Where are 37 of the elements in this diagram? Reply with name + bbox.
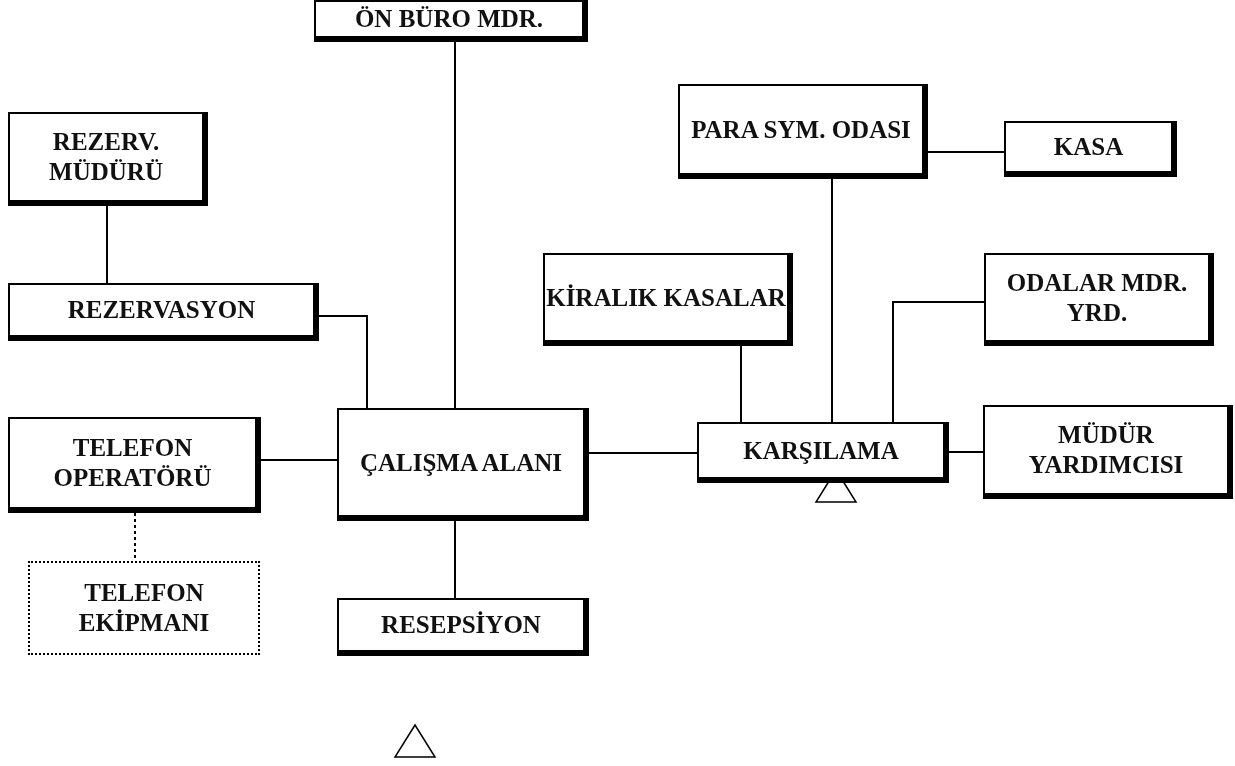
connector-line: [740, 345, 742, 423]
box-label: KİRALIK KASALAR: [546, 282, 786, 313]
org-box: [697, 422, 949, 483]
org-box: [28, 561, 260, 655]
org-box: [337, 408, 589, 521]
connector-line: [454, 41, 456, 409]
connector-line: [260, 459, 338, 461]
box-label: REZERV. MÜDÜRÜ: [48, 127, 164, 187]
box-label: RESEPSİYON: [381, 610, 541, 640]
box-label: ÖN BÜRO MDR.: [354, 4, 544, 34]
connector-line: [948, 451, 984, 453]
connector-line: [927, 151, 1005, 153]
org-box: [984, 253, 1214, 346]
connector-line: [106, 205, 108, 284]
box-label: ÇALIŞMA ALANI: [359, 447, 563, 478]
connector-line: [831, 178, 833, 423]
box-label: KASA: [1053, 132, 1124, 162]
org-box: [983, 405, 1233, 499]
connector-line: [318, 315, 368, 409]
org-box: [337, 598, 589, 656]
org-box: [8, 417, 261, 513]
org-box: [8, 283, 319, 341]
box-label: KARŞILAMA: [743, 435, 899, 466]
box-label: TELEFON EKİPMANI: [77, 578, 211, 638]
org-box: [1004, 121, 1177, 177]
org-box: [543, 253, 793, 346]
box-label: PARA SYM. ODASI: [691, 114, 911, 145]
org-box: [314, 0, 588, 42]
connector-line: [588, 452, 698, 454]
connector-line: [892, 301, 985, 423]
box-label: REZERVASYON: [67, 295, 256, 325]
connector-line: [454, 520, 456, 599]
org-box: [678, 84, 928, 179]
box-label: TELEFON OPERATÖRÜ: [52, 433, 213, 493]
box-label: ODALAR MDR. YRD.: [1005, 267, 1189, 328]
box-label: MÜDÜR YARDIMCISI: [1027, 420, 1185, 480]
org-box: [8, 112, 208, 206]
